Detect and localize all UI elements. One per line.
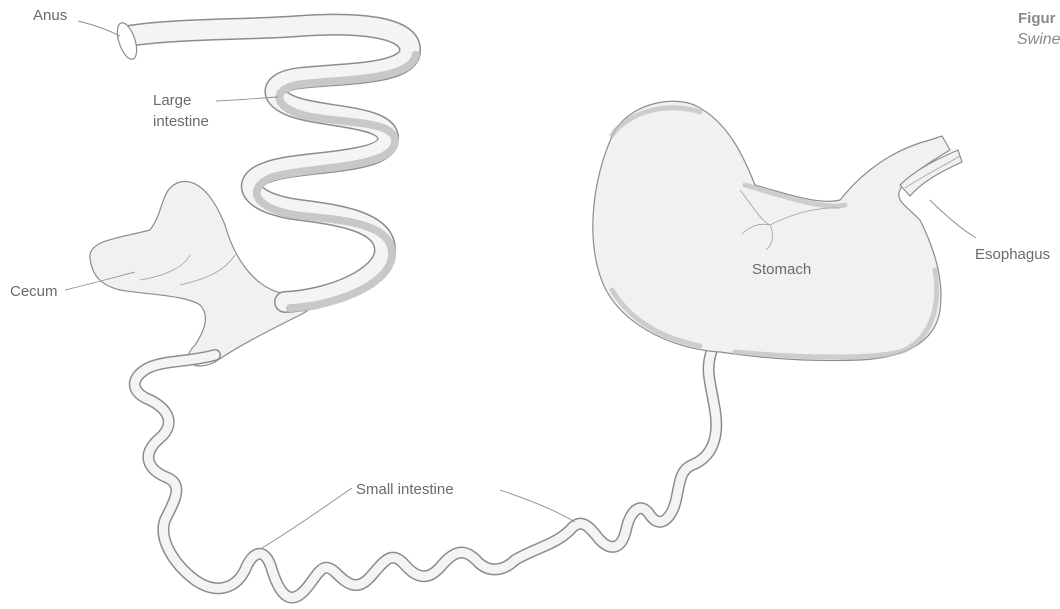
large-intestine-label-line2: intestine <box>153 112 209 131</box>
figure-title: Figur <box>1018 9 1056 28</box>
small-intestine-tube <box>135 350 717 597</box>
small-intestine-label: Small intestine <box>356 480 454 499</box>
esophagus-leader <box>930 200 976 238</box>
small-intestine-leader-right <box>500 490 575 522</box>
small-intestine-leader-left <box>262 488 352 548</box>
stomach-label: Stomach <box>752 260 811 279</box>
stomach-shape <box>593 101 950 360</box>
figure-subtitle: Swine <box>1017 30 1060 49</box>
cecum-label: Cecum <box>10 282 58 301</box>
anus-label: Anus <box>33 6 67 25</box>
esophagus-label: Esophagus <box>975 245 1050 264</box>
anus-leader <box>78 21 120 36</box>
large-intestine-label-line1: Large <box>153 91 191 110</box>
